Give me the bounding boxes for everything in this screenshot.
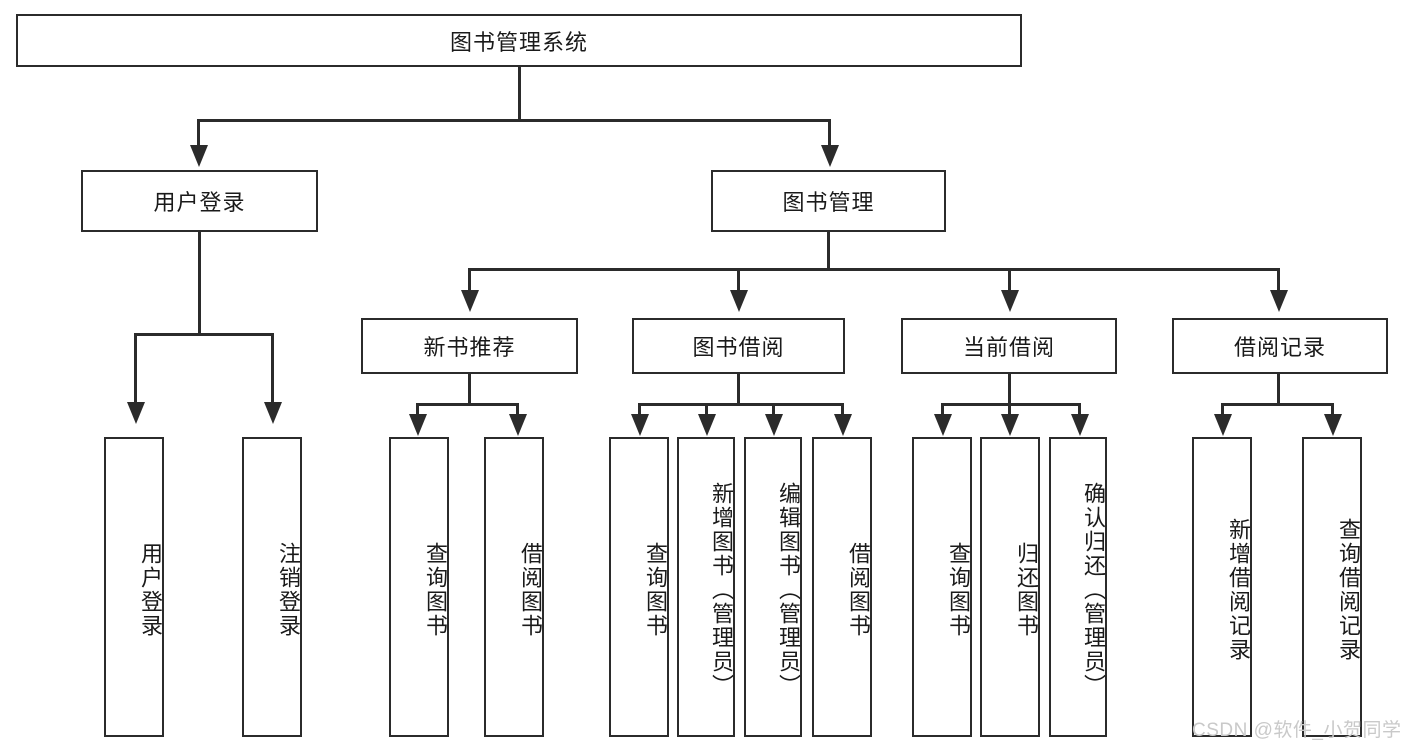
node-leaf-return-book[interactable]: 归还图书 bbox=[980, 437, 1040, 737]
arrow-to-book-borrow bbox=[730, 290, 748, 312]
edge-book-manage-bus bbox=[468, 268, 1280, 271]
node-label: 借阅图书 bbox=[518, 542, 543, 638]
node-label: 当前借阅 bbox=[962, 335, 1055, 360]
edge-bb-drop-1 bbox=[638, 403, 641, 417]
node-label: 借阅记录 bbox=[1233, 335, 1326, 360]
edge-user-login-drop-2 bbox=[271, 333, 274, 405]
arrow-br-leaf-1 bbox=[1214, 414, 1232, 436]
arrow-nbr-leaf-1 bbox=[409, 414, 427, 436]
arrow-root-to-book-manage bbox=[821, 145, 839, 167]
arrow-user-login-leaf-2 bbox=[264, 402, 282, 424]
node-label: 编辑图书（管理员） bbox=[776, 482, 801, 698]
node-borrow-record[interactable]: 借阅记录 bbox=[1172, 318, 1388, 374]
node-label: 图书管理系统 bbox=[449, 29, 588, 55]
arrow-user-login-leaf-1 bbox=[127, 402, 145, 424]
edge-root-to-book-manage bbox=[828, 119, 831, 149]
edge-user-login-stem bbox=[198, 232, 201, 336]
node-label: 查询图书 bbox=[643, 542, 668, 638]
edge-br-drop-1 bbox=[1221, 403, 1224, 417]
arrow-cb-leaf-2 bbox=[1001, 414, 1019, 436]
edge-root-bus bbox=[197, 119, 831, 122]
node-book-management[interactable]: 图书管理 bbox=[711, 170, 946, 232]
edge-cb-drop-3 bbox=[1078, 403, 1081, 417]
node-label: 新增图书（管理员） bbox=[709, 482, 734, 698]
node-leaf-add-book[interactable]: 新增图书（管理员） bbox=[677, 437, 735, 737]
node-leaf-confirm-return[interactable]: 确认归还（管理员） bbox=[1049, 437, 1107, 737]
node-leaf-query-book-1[interactable]: 查询图书 bbox=[389, 437, 449, 737]
edge-bb-drop-3 bbox=[772, 403, 775, 417]
edge-to-borrow-record bbox=[1277, 268, 1280, 294]
edge-bb-bus bbox=[638, 403, 844, 406]
edge-br-drop-2 bbox=[1331, 403, 1334, 417]
edge-cb-stem bbox=[1008, 374, 1011, 406]
edge-to-book-borrow bbox=[737, 268, 740, 294]
node-leaf-query-record[interactable]: 查询借阅记录 bbox=[1302, 437, 1362, 737]
node-label: 用户登录 bbox=[153, 190, 246, 215]
node-label: 查询借阅记录 bbox=[1336, 518, 1361, 662]
edge-br-bus bbox=[1221, 403, 1334, 406]
node-current-borrow[interactable]: 当前借阅 bbox=[901, 318, 1117, 374]
node-leaf-logout-login[interactable]: 注销登录 bbox=[242, 437, 302, 737]
arrow-bb-leaf-1 bbox=[631, 414, 649, 436]
node-leaf-add-record[interactable]: 新增借阅记录 bbox=[1192, 437, 1252, 737]
node-label: 图书借阅 bbox=[692, 335, 785, 360]
edge-nbr-bus bbox=[416, 403, 519, 406]
edge-nbr-drop-1 bbox=[416, 403, 419, 417]
node-user-login[interactable]: 用户登录 bbox=[81, 170, 318, 232]
edge-to-new-book-recommend bbox=[468, 268, 471, 294]
edge-book-manage-stem bbox=[827, 232, 830, 270]
node-label: 查询图书 bbox=[946, 542, 971, 638]
node-leaf-borrow-book-2[interactable]: 借阅图书 bbox=[812, 437, 872, 737]
node-label: 查询图书 bbox=[423, 542, 448, 638]
node-label: 用户登录 bbox=[138, 542, 163, 638]
arrow-root-to-user-login bbox=[190, 145, 208, 167]
node-label: 新增借阅记录 bbox=[1226, 518, 1251, 662]
edge-bb-drop-2 bbox=[705, 403, 708, 417]
node-book-borrow[interactable]: 图书借阅 bbox=[632, 318, 845, 374]
node-leaf-user-login[interactable]: 用户登录 bbox=[104, 437, 164, 737]
node-leaf-query-book-2[interactable]: 查询图书 bbox=[609, 437, 669, 737]
arrow-bb-leaf-4 bbox=[834, 414, 852, 436]
arrow-br-leaf-2 bbox=[1324, 414, 1342, 436]
edge-nbr-stem bbox=[468, 374, 471, 406]
node-new-book-recommend[interactable]: 新书推荐 bbox=[361, 318, 578, 374]
arrow-to-current-borrow bbox=[1001, 290, 1019, 312]
edge-user-login-drop-1 bbox=[134, 333, 137, 405]
node-label: 图书管理 bbox=[782, 190, 875, 215]
arrow-cb-leaf-3 bbox=[1071, 414, 1089, 436]
edge-root-stem bbox=[518, 67, 521, 120]
edge-nbr-drop-2 bbox=[516, 403, 519, 417]
node-label: 新书推荐 bbox=[423, 335, 516, 360]
arrow-bb-leaf-3 bbox=[765, 414, 783, 436]
node-leaf-query-book-3[interactable]: 查询图书 bbox=[912, 437, 972, 737]
arrow-bb-leaf-2 bbox=[698, 414, 716, 436]
edge-bb-drop-4 bbox=[841, 403, 844, 417]
edge-bb-stem bbox=[737, 374, 740, 406]
watermark-text: CSDN @软件_小贺同学 bbox=[1192, 720, 1402, 741]
node-label: 归还图书 bbox=[1014, 542, 1039, 638]
arrow-nbr-leaf-2 bbox=[509, 414, 527, 436]
node-label: 注销登录 bbox=[276, 542, 301, 638]
edge-to-current-borrow bbox=[1008, 268, 1011, 294]
node-label: 借阅图书 bbox=[846, 542, 871, 638]
edge-user-login-bus bbox=[134, 333, 274, 336]
arrow-cb-leaf-1 bbox=[934, 414, 952, 436]
arrow-to-new-book-recommend bbox=[461, 290, 479, 312]
edge-root-to-user-login bbox=[197, 119, 200, 149]
arrow-to-borrow-record bbox=[1270, 290, 1288, 312]
edge-cb-drop-2 bbox=[1008, 403, 1011, 417]
edge-br-stem bbox=[1277, 374, 1280, 406]
node-leaf-edit-book[interactable]: 编辑图书（管理员） bbox=[744, 437, 802, 737]
edge-cb-drop-1 bbox=[941, 403, 944, 417]
node-leaf-borrow-book-1[interactable]: 借阅图书 bbox=[484, 437, 544, 737]
node-book-management-system[interactable]: 图书管理系统 bbox=[16, 14, 1022, 67]
node-label: 确认归还（管理员） bbox=[1081, 482, 1106, 698]
edge-cb-bus bbox=[941, 403, 1081, 406]
